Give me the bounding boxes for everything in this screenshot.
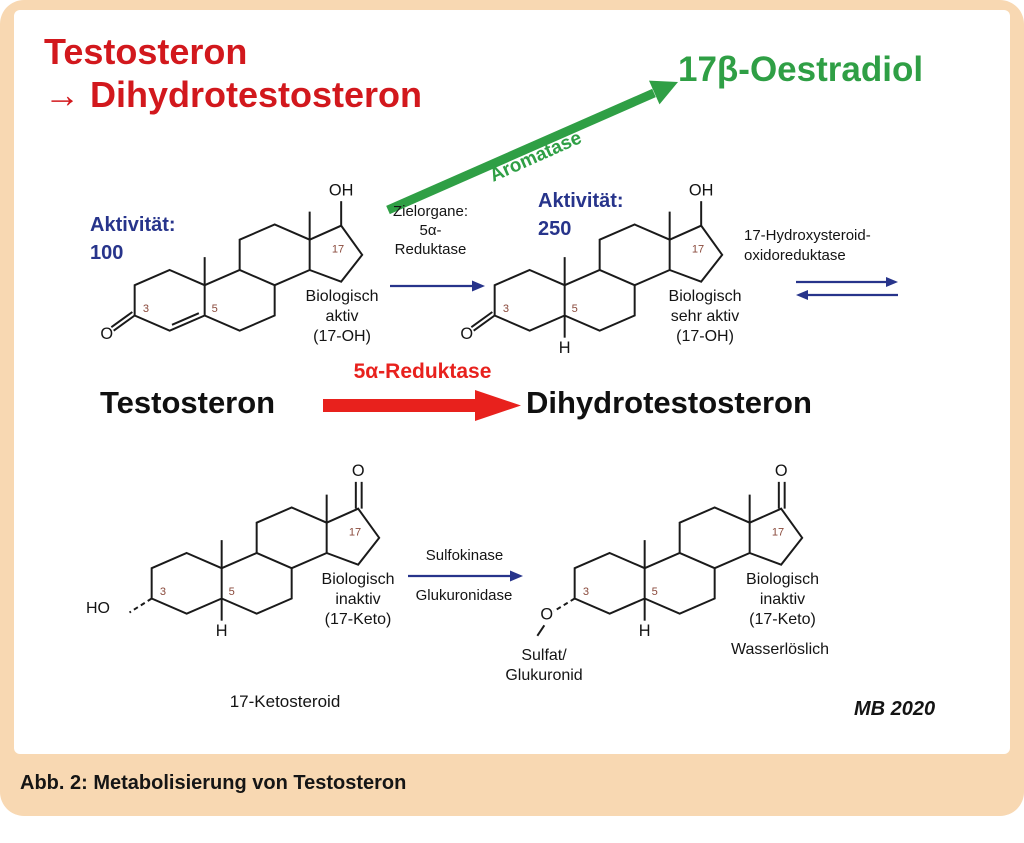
ketone-oxygen-label: O (100, 325, 113, 343)
keto-oxygen-label: O (775, 462, 788, 480)
steroid-skeleton (470, 201, 724, 338)
c17-number: 17 (349, 527, 361, 539)
hydroxyl-ho-label: HO (86, 600, 110, 617)
conjugate-group-label: Sulfat/ Glukuronid (505, 647, 583, 684)
aromatase-arrowhead (649, 80, 678, 105)
steroid-skeleton (110, 201, 364, 332)
c5-number: 5 (212, 303, 218, 315)
c3-number: 3 (160, 586, 166, 598)
structure-ketosteroid: O H 3 5 17 (128, 462, 381, 640)
aromatase-arrow-icon: Aromatase (386, 80, 678, 215)
ketosteroid-caption: 17-Ketosteroid (229, 692, 341, 711)
product-name: Dihydrotestosteron (526, 385, 812, 420)
bio-note-ketosteroid: Biologisch inaktiv (17-Keto) (321, 571, 395, 628)
equilibrium-arrows-icon (796, 277, 898, 300)
figure-caption: Abb. 2: Metabolisierung von Testosteron (20, 772, 407, 794)
c17-number: 17 (772, 527, 784, 539)
c3-number: 3 (143, 303, 149, 315)
structure-conjugate: O O H 3 5 17 (536, 462, 804, 640)
c3-number: 3 (583, 586, 589, 598)
c5-number: 5 (652, 586, 658, 598)
activity-value-dht: 250 (538, 218, 572, 240)
steroid-skeleton (128, 481, 381, 621)
water-soluble-label: Wasserlöslich (730, 641, 830, 658)
author-signature: MB 2020 (854, 698, 936, 720)
structure-testosterone: OH O 3 5 17 (100, 181, 364, 343)
oxidoreductase-text: 17-Hydroxysteroid- oxidoreduktase (744, 227, 871, 264)
sulfokinase-label: Sulfokinase (425, 547, 504, 564)
activity-label-testosterone: Aktivität: (90, 214, 176, 236)
c5-hydrogen-label: H (559, 339, 571, 357)
hydroxyl-label: OH (329, 181, 353, 199)
bio-note-conjugate: Biologisch inaktiv (17-Keto) (746, 571, 819, 628)
c5-hydrogen-label: H (216, 622, 228, 640)
headline-oestradiol: 17β-Oestradiol (678, 50, 924, 89)
conjugation-arrow-icon (408, 570, 523, 582)
reductase-enzyme-label: 5α-Reduktase (353, 360, 492, 383)
reduktase-arrow-icon (390, 280, 485, 292)
headline-testosterone-dht: Testosteron → Dihydrotestosteron (44, 31, 423, 115)
structure-dht: OH O H 3 5 17 (460, 181, 724, 357)
activity-label-dht: Aktivität: (538, 190, 624, 212)
zielorgane-text: Zielorgane: 5α- Reduktase (392, 203, 469, 258)
c5-number: 5 (572, 303, 578, 315)
substrate-name: Testosteron (100, 385, 276, 420)
diagram-panel (14, 10, 1010, 754)
c5-hydrogen-label: H (639, 622, 651, 640)
steroid-skeleton (536, 481, 804, 637)
red-reaction-arrow-icon (323, 390, 521, 421)
hydroxyl-label: OH (689, 181, 713, 199)
c17-number: 17 (332, 244, 344, 256)
bio-note-testosterone: Biologisch aktiv (17-OH) (305, 288, 379, 345)
aromatase-arrow-shaft (386, 88, 656, 215)
c3-number: 3 (503, 303, 509, 315)
c17-number: 17 (692, 244, 704, 256)
keto-oxygen-label: O (352, 462, 365, 480)
glucuronidase-label: Glukuronidase (415, 587, 513, 604)
activity-value-testosterone: 100 (90, 242, 124, 264)
ketone-oxygen-label: O (460, 325, 473, 343)
ether-oxygen-label: O (540, 606, 553, 624)
c5-number: 5 (229, 586, 235, 598)
bio-note-dht: Biologisch sehr aktiv (17-OH) (668, 288, 742, 345)
